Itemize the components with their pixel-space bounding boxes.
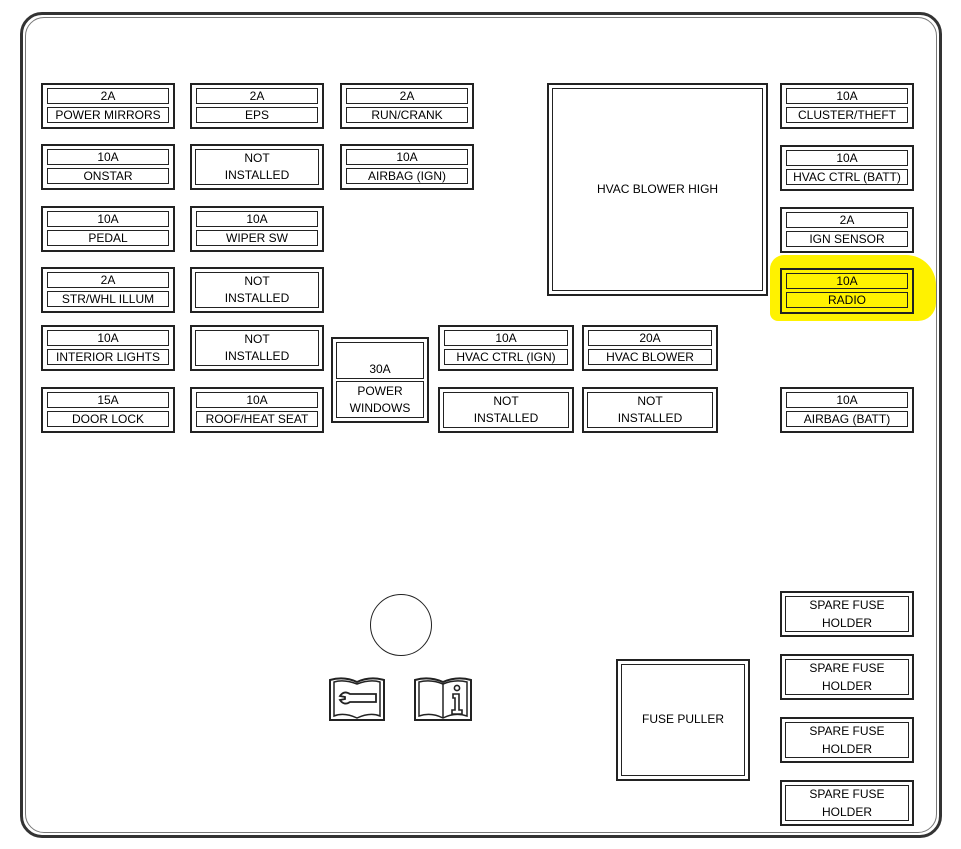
- fuse-name: ROOF/HEAT SEAT: [196, 411, 318, 427]
- fuse-amp: 10A: [196, 211, 318, 227]
- fuse-name: EPS: [196, 107, 318, 123]
- fuse-name: RADIO: [786, 292, 908, 308]
- fuse-name: STR/WHL ILLUM: [47, 291, 169, 307]
- spare-label: SPARE FUSE HOLDER: [809, 724, 885, 756]
- spare-fuse-holder[interactable]: SPARE FUSE HOLDER: [780, 654, 914, 700]
- fuse-run-crank[interactable]: 2A RUN/CRANK: [340, 83, 474, 129]
- fuse-radio[interactable]: 10A RADIO: [780, 268, 914, 314]
- fuse-name: HVAC BLOWER: [588, 349, 712, 365]
- fuse-amp: 2A: [47, 272, 169, 288]
- not-installed-label: NOT INSTALLED: [224, 273, 290, 305]
- fuse-amp: 10A: [346, 149, 468, 165]
- fuse-amp: 2A: [346, 88, 468, 104]
- fuse-name: ONSTAR: [47, 168, 169, 184]
- fuse-eps[interactable]: 2A EPS: [190, 83, 324, 129]
- fuse-name: AIRBAG (BATT): [786, 411, 908, 427]
- fuse-name: HVAC CTRL (IGN): [444, 349, 568, 365]
- fuse-onstar[interactable]: 10A ONSTAR: [41, 144, 175, 190]
- fuse-amp: 10A: [47, 211, 169, 227]
- grommet-circle: [370, 594, 432, 656]
- fuse-hvac-blower[interactable]: 20A HVAC BLOWER: [582, 325, 718, 371]
- fuse-ign-sensor[interactable]: 2A IGN SENSOR: [780, 207, 914, 253]
- fuse-amp: 10A: [196, 392, 318, 408]
- fuse-name: INTERIOR LIGHTS: [47, 349, 169, 365]
- fuse-name: CLUSTER/THEFT: [786, 107, 908, 123]
- fuse-amp: 2A: [47, 88, 169, 104]
- fuse-airbag-ign[interactable]: 10A AIRBAG (IGN): [340, 144, 474, 190]
- fuse-amp: 10A: [47, 330, 169, 346]
- fuse-amp: 30A: [336, 342, 424, 379]
- relay-label: HVAC BLOWER HIGH: [596, 181, 719, 196]
- fuse-slot-not-installed[interactable]: NOT INSTALLED: [438, 387, 574, 433]
- fuse-puller[interactable]: FUSE PULLER: [616, 659, 750, 781]
- fuse-amp: 10A: [786, 150, 908, 166]
- fuse-amp: 2A: [786, 212, 908, 228]
- fuse-name: POWER MIRRORS: [47, 107, 169, 123]
- fuse-slot-not-installed[interactable]: NOT INSTALLED: [190, 144, 324, 190]
- fuse-cluster-theft[interactable]: 10A CLUSTER/THEFT: [780, 83, 914, 129]
- fuse-hvac-ctrl-batt[interactable]: 10A HVAC CTRL (BATT): [780, 145, 914, 191]
- fuse-name: RUN/CRANK: [346, 107, 468, 123]
- fuse-interior-lights[interactable]: 10A INTERIOR LIGHTS: [41, 325, 175, 371]
- fuse-power-windows[interactable]: 30A POWER WINDOWS: [331, 337, 429, 423]
- fuse-panel-outline: [20, 12, 942, 838]
- spare-label: SPARE FUSE HOLDER: [809, 598, 885, 630]
- fuse-name: WIPER SW: [196, 230, 318, 246]
- fuse-slot-not-installed[interactable]: NOT INSTALLED: [190, 325, 324, 371]
- fuse-wiper-sw[interactable]: 10A WIPER SW: [190, 206, 324, 252]
- fuse-roof-heat-seat[interactable]: 10A ROOF/HEAT SEAT: [190, 387, 324, 433]
- spare-fuse-holder[interactable]: SPARE FUSE HOLDER: [780, 780, 914, 826]
- not-installed-label: NOT INSTALLED: [224, 331, 290, 363]
- info-book-icon: [411, 674, 475, 729]
- fuse-amp: 2A: [196, 88, 318, 104]
- service-manual-wrench-icon: [326, 674, 388, 729]
- fuse-airbag-batt[interactable]: 10A AIRBAG (BATT): [780, 387, 914, 433]
- spare-label: SPARE FUSE HOLDER: [809, 787, 885, 819]
- fuse-name: DOOR LOCK: [47, 411, 169, 427]
- fuse-str-whl-illum[interactable]: 2A STR/WHL ILLUM: [41, 267, 175, 313]
- spare-fuse-holder[interactable]: SPARE FUSE HOLDER: [780, 717, 914, 763]
- fuse-pedal[interactable]: 10A PEDAL: [41, 206, 175, 252]
- fuse-amp: 15A: [47, 392, 169, 408]
- fuse-amp: 10A: [786, 392, 908, 408]
- fuse-hvac-ctrl-ign[interactable]: 10A HVAC CTRL (IGN): [438, 325, 574, 371]
- spare-fuse-holder[interactable]: SPARE FUSE HOLDER: [780, 591, 914, 637]
- fuse-slot-not-installed[interactable]: NOT INSTALLED: [190, 267, 324, 313]
- fuse-name: PEDAL: [47, 230, 169, 246]
- fuse-door-lock[interactable]: 15A DOOR LOCK: [41, 387, 175, 433]
- fuse-puller-label: FUSE PULLER: [641, 712, 725, 727]
- relay-hvac-blower-high[interactable]: HVAC BLOWER HIGH: [547, 83, 768, 296]
- fuse-power-mirrors[interactable]: 2A POWER MIRRORS: [41, 83, 175, 129]
- fuse-amp: 10A: [786, 88, 908, 104]
- not-installed-label: NOT INSTALLED: [617, 393, 683, 425]
- fuse-amp: 10A: [444, 330, 568, 346]
- not-installed-label: NOT INSTALLED: [473, 393, 539, 425]
- fuse-name: IGN SENSOR: [786, 231, 908, 247]
- fuse-amp: 20A: [588, 330, 712, 346]
- fuse-amp: 10A: [786, 273, 908, 289]
- fuse-name: HVAC CTRL (BATT): [786, 169, 908, 185]
- fuse-amp: 10A: [47, 149, 169, 165]
- fuse-name: AIRBAG (IGN): [346, 168, 468, 184]
- fuse-slot-not-installed[interactable]: NOT INSTALLED: [582, 387, 718, 433]
- not-installed-label: NOT INSTALLED: [224, 150, 290, 182]
- spare-label: SPARE FUSE HOLDER: [809, 661, 885, 693]
- fuse-name: POWER WINDOWS: [336, 381, 424, 418]
